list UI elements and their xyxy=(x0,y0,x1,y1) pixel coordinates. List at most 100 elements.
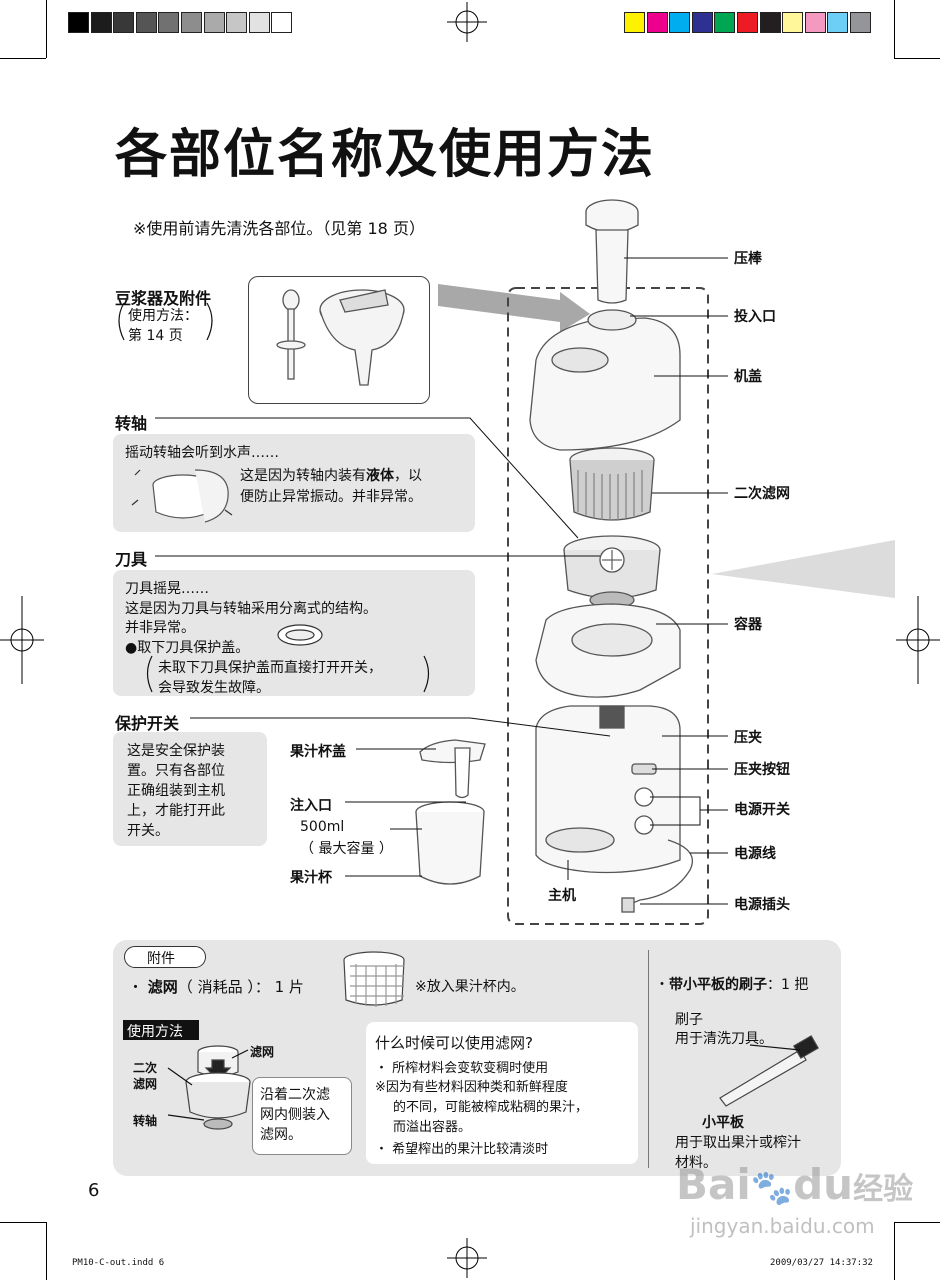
chute-label: 投入口 xyxy=(734,309,776,325)
shaft-text-line1: 这是因为转轴内装有液体，以 xyxy=(240,468,422,484)
filter-accessory-line: ・ 滤网（ 消耗品 ）： 1 片 xyxy=(128,978,304,996)
assembly-outline xyxy=(507,287,709,925)
when-line: ・ 希望榨出的果汁比较清淡时 xyxy=(375,1142,549,1157)
filter-note: ※放入果汁杯内。 xyxy=(415,979,525,995)
pusher-illustration xyxy=(585,199,639,304)
blade-text-line3: ●取下刀具保护盖。 xyxy=(125,640,250,656)
blade-text-line4: 未取下刀具保护盖而直接打开开关， xyxy=(158,660,382,676)
safety-switch-line: 置。只有各部位 xyxy=(127,763,225,779)
safety-switch-line: 上，才能打开此 xyxy=(127,803,225,819)
when-line: ・ 所榨材料会变软变稠时使用 xyxy=(375,1061,549,1076)
container-label: 容器 xyxy=(734,617,762,633)
usage-tag-text: 使用方法 xyxy=(127,1024,183,1040)
safety-switch-line: 开关。 xyxy=(127,823,169,839)
container-illustration xyxy=(535,603,681,698)
accessories-tag xyxy=(124,946,206,968)
safety-switch-line: 这是安全保护装 xyxy=(127,743,225,759)
color-swatch xyxy=(226,12,248,33)
footer-file: PM10-C-out.indd 6 xyxy=(72,1258,165,1268)
usage-shaft-label: 转轴 xyxy=(133,1114,158,1128)
color-swatch xyxy=(646,12,668,33)
blade-text-line5: 会导致发生故障。 xyxy=(158,680,270,696)
usage-text-box xyxy=(252,1077,352,1155)
pusher-label: 压棒 xyxy=(734,251,762,267)
watermark-url: jingyan.baidu.com xyxy=(690,1214,875,1238)
color-swatch xyxy=(669,12,691,33)
when-line: ※因为有些材料因种类和新鲜程度 xyxy=(375,1080,568,1095)
when-to-use-box xyxy=(366,1022,638,1164)
power-switch-label: 电源开关 xyxy=(734,802,790,818)
color-swatch xyxy=(248,12,270,33)
section-tab xyxy=(712,540,895,598)
cover-illustration xyxy=(529,309,681,451)
page-number: 6 xyxy=(88,1180,100,1201)
watermark-brand: Bai🐾du经验 xyxy=(676,1160,914,1209)
secondary-filter-illustration xyxy=(569,447,655,521)
arrow-icon xyxy=(438,284,590,332)
usage-filter2-label-a: 二次 xyxy=(133,1061,158,1075)
brush-desc: 用于清洗刀具。 xyxy=(675,1031,773,1047)
plate-desc-line2: 材料。 xyxy=(675,1155,717,1171)
soymilk-usage-line1: 使用方法： xyxy=(128,308,198,324)
soymilk-illustration-frame xyxy=(248,276,430,404)
pre-use-note: ※使用前请先清洗各部位。（见第 18 页） xyxy=(133,219,425,238)
when-line: 的不同，可能被榨成粘稠的果汁， xyxy=(393,1100,589,1115)
shaft-title: 转轴 xyxy=(115,414,148,433)
safety-switch-title: 保护开关 xyxy=(115,714,180,733)
usage-tag xyxy=(123,1020,199,1040)
color-swatch xyxy=(782,12,804,33)
soymilk-title: 豆浆器及附件 xyxy=(115,289,212,308)
color-swatch xyxy=(203,12,225,33)
spout-label: 注入口 xyxy=(290,798,332,814)
usage-filter-label: 滤网 xyxy=(250,1045,275,1059)
color-swatch xyxy=(804,12,826,33)
blade-text-line1: 这是因为刀具与转轴采用分离式的结构。 xyxy=(125,601,377,617)
when-line: 而溢出容器。 xyxy=(393,1120,472,1135)
capacity-note: （ 最大容量 ） xyxy=(300,841,393,857)
safety-switch-panel xyxy=(113,732,267,846)
safety-switch-line: 正确组装到主机 xyxy=(127,783,225,799)
blade-illustration xyxy=(563,535,661,609)
usage-text-line: 滤网。 xyxy=(260,1127,302,1143)
blade-heading: 刀具摇晃…… xyxy=(125,581,209,597)
crop-mark xyxy=(894,1222,895,1280)
juice-cup-illustration xyxy=(415,739,486,885)
crop-mark xyxy=(0,58,46,59)
crop-mark xyxy=(894,0,895,58)
usage-filter2-label-b: 滤网 xyxy=(133,1077,158,1091)
juice-cup-label: 果汁杯 xyxy=(290,870,332,886)
crop-mark xyxy=(894,1222,940,1223)
shaft-text-line2: 便防止异常振动。并非异常。 xyxy=(240,489,422,505)
blade-title: 刀具 xyxy=(115,550,148,569)
color-swatch xyxy=(158,12,180,33)
usage-text-line: 网内侧装入 xyxy=(260,1107,330,1123)
crop-mark xyxy=(46,0,47,58)
main-unit-label: 主机 xyxy=(548,888,576,904)
plate-label: 小平板 xyxy=(702,1115,744,1131)
color-swatch xyxy=(113,12,135,33)
crop-mark xyxy=(46,1222,47,1280)
main-unit-illustration xyxy=(535,705,694,913)
color-swatch xyxy=(737,12,758,33)
cover-label: 机盖 xyxy=(734,369,762,385)
usage-text-line: 沿着二次滤 xyxy=(260,1087,330,1103)
capacity-label: 500ml xyxy=(300,819,345,835)
juice-cup-lid-label: 果汁杯盖 xyxy=(290,744,346,760)
color-swatch xyxy=(759,12,781,33)
accessories-divider xyxy=(648,950,649,1168)
color-swatch xyxy=(691,12,713,33)
color-swatch xyxy=(68,12,89,33)
soymilk-usage-line2: 第 14 页 xyxy=(128,328,183,344)
crop-mark xyxy=(894,58,940,59)
page-title: 各部位名称及使用方法 xyxy=(115,125,656,185)
power-plug-label: 电源插头 xyxy=(734,897,790,913)
color-swatch xyxy=(714,12,736,33)
color-swatch xyxy=(827,12,849,33)
power-cord-label: 电源线 xyxy=(734,846,776,862)
brush-accessory-line: ・带小平板的刷子：1 把 xyxy=(655,977,809,993)
color-swatch xyxy=(135,12,157,33)
color-swatch xyxy=(850,12,871,33)
color-swatch xyxy=(624,12,645,33)
secondary-filter-label: 二次滤网 xyxy=(734,486,790,502)
clamp-button-label: 压夹按钮 xyxy=(734,762,790,778)
